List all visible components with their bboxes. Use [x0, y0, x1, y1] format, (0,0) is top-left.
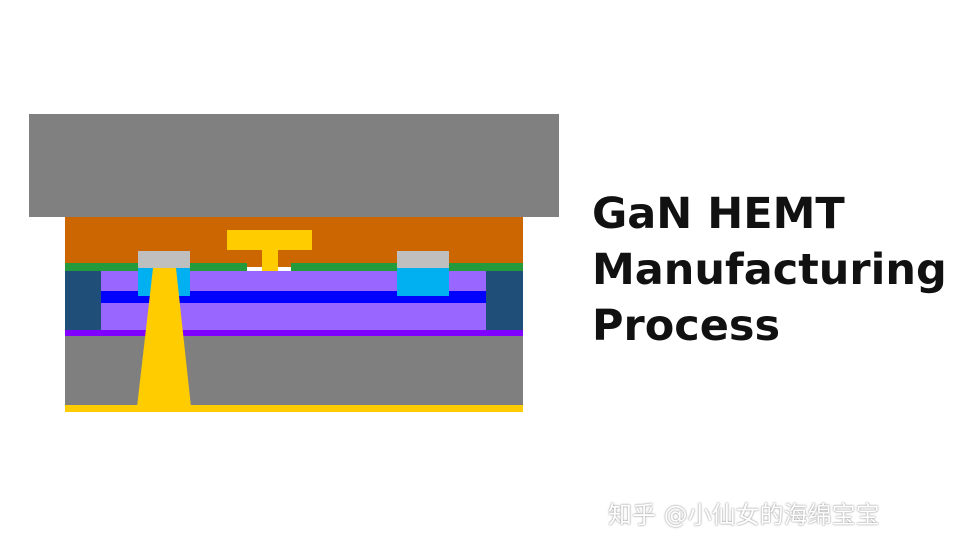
title-line-3: Process: [592, 301, 781, 351]
gate-head: [227, 230, 312, 250]
isolation-left: [65, 271, 101, 330]
substrate-layer: [65, 336, 523, 405]
through-substrate-via: [137, 268, 191, 407]
watermark: 知乎 @小仙女的海绵宝宝: [608, 501, 880, 529]
diagram-title: GaN HEMT Manufacturing Process: [592, 186, 947, 354]
isolation-right: [486, 271, 523, 330]
contact-cap-left: [138, 251, 190, 268]
title-line-2: Manufacturing: [592, 245, 947, 295]
barrier-layer: [101, 271, 486, 291]
barrier-recess: [241, 283, 297, 291]
backside-metal: [65, 405, 523, 412]
carrier-wafer-layer: [29, 114, 559, 217]
channel-layer: [101, 291, 486, 303]
ohmic-contact-right: [397, 268, 449, 296]
nucleation-layer: [65, 330, 523, 336]
contact-cap-right: [397, 251, 449, 268]
title-line-1: GaN HEMT: [592, 189, 845, 239]
